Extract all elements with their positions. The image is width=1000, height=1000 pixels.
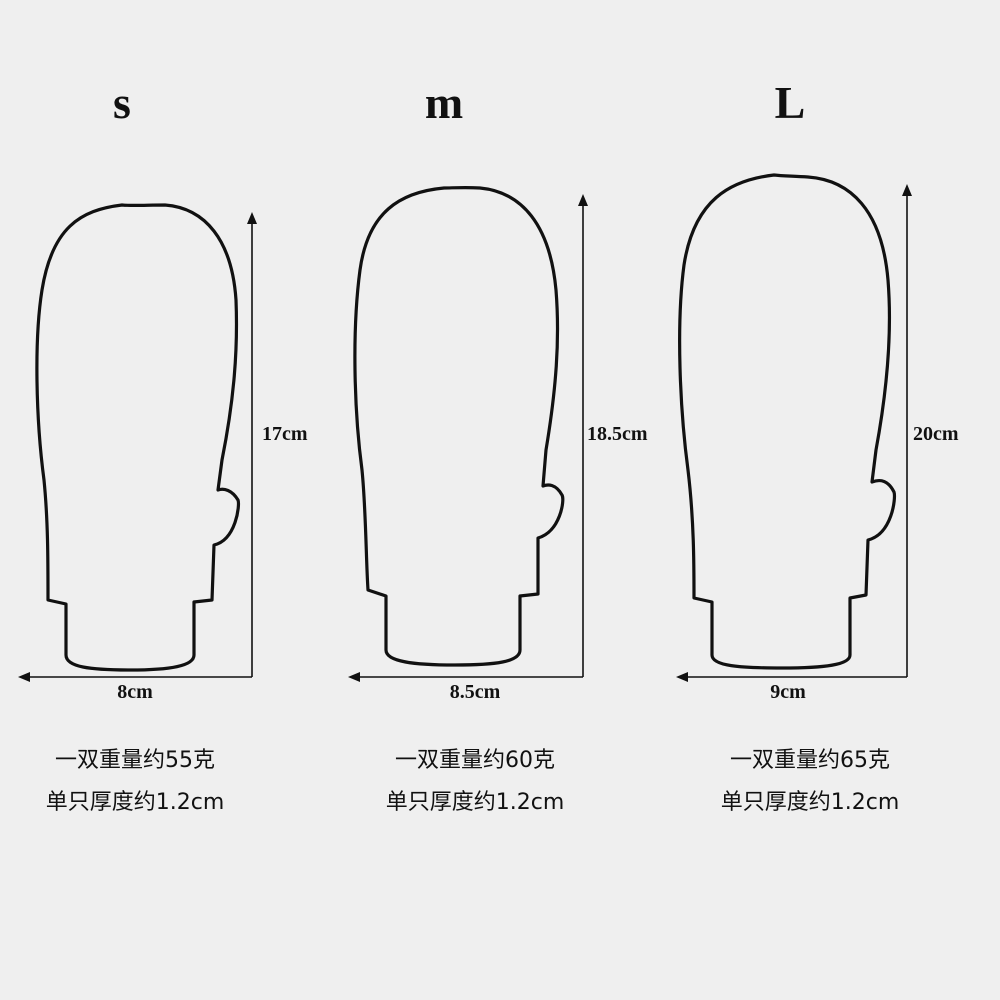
size-l-group: L 20cm 9cm xyxy=(676,77,959,703)
size-l-thickness: 单只厚度约1.2cm xyxy=(720,790,900,815)
size-m-height-label: 18.5cm xyxy=(587,423,648,445)
size-s-width-label: 8cm xyxy=(117,681,153,703)
size-l-width-label: 9cm xyxy=(770,681,806,703)
size-l-label: L xyxy=(775,77,806,128)
size-l-height-arrow xyxy=(902,184,912,196)
size-l-height-label: 20cm xyxy=(913,423,959,445)
size-m-width-arrow xyxy=(348,672,360,682)
size-m-height-arrow xyxy=(578,194,588,206)
size-m-group: m 18.5cm 8.5cm xyxy=(348,77,648,703)
size-s-outline xyxy=(35,203,241,672)
size-s-height-arrow xyxy=(247,212,257,224)
size-s-thickness: 单只厚度约1.2cm xyxy=(45,790,225,815)
size-s-label: s xyxy=(113,77,131,128)
size-m-thickness: 单只厚度约1.2cm xyxy=(385,790,565,815)
size-l-weight: 一双重量约65克 xyxy=(730,748,890,773)
size-l-info: 一双重量约65克 单只厚度约1.2cm xyxy=(660,740,960,824)
size-s-group: s 17cm 8cm xyxy=(18,77,308,703)
size-m-info: 一双重量约60克 单只厚度约1.2cm xyxy=(325,740,625,824)
size-m-label: m xyxy=(425,77,463,128)
size-m-weight: 一双重量约60克 xyxy=(395,748,555,773)
size-l-outline xyxy=(678,173,897,670)
size-m-width-label: 8.5cm xyxy=(450,681,501,703)
size-s-info: 一双重量约55克 单只厚度约1.2cm xyxy=(0,740,285,824)
size-s-height-label: 17cm xyxy=(262,423,308,445)
size-s-width-arrow xyxy=(18,672,30,682)
size-l-width-arrow xyxy=(676,672,688,682)
size-s-weight: 一双重量约55克 xyxy=(55,748,215,773)
size-m-outline xyxy=(353,185,565,667)
